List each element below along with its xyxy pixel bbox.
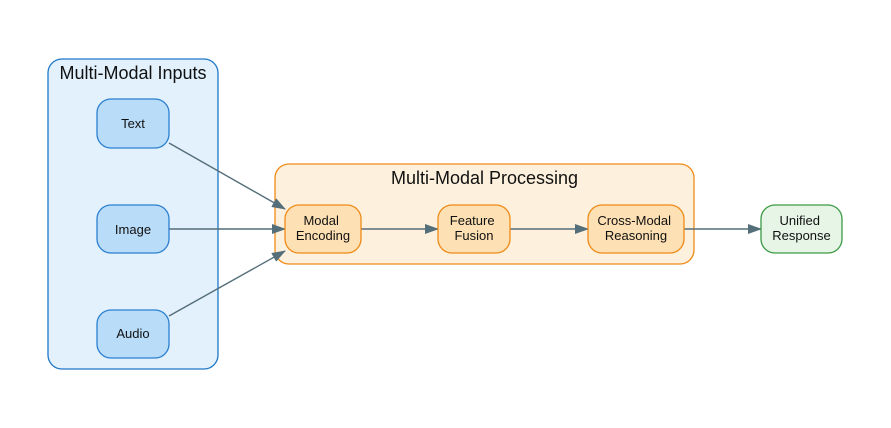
node-feature-fusion-label: Feature Fusion: [450, 213, 498, 243]
cluster-processing-title: Multi-Modal Processing: [391, 168, 578, 188]
edge-audio-to-modal-encoding: [168, 250, 286, 317]
node-image-label: Image: [115, 222, 151, 237]
node-text: Text: [96, 98, 170, 149]
node-image: Image: [96, 204, 170, 254]
node-feature-fusion: Feature Fusion: [437, 204, 511, 254]
edge-text-to-modal-encoding: [168, 142, 286, 210]
node-image-box: [96, 204, 170, 254]
node-cross-modal-reasoning: Cross-Modal Reasoning: [587, 204, 685, 254]
node-audio: Audio: [96, 309, 170, 359]
node-audio-label: Audio: [116, 326, 149, 341]
node-modal-encoding-label: Modal Encoding: [296, 213, 350, 243]
node-unified-response-label: Unified Response: [772, 213, 831, 243]
node-audio-box: [96, 309, 170, 359]
node-text-box: [96, 98, 170, 149]
cluster-inputs-title: Multi-Modal Inputs: [59, 63, 206, 83]
node-cross-modal-reasoning-box: [587, 204, 685, 254]
node-feature-fusion-box: [437, 204, 511, 254]
node-unified-response-box: [760, 204, 843, 254]
node-unified-response: Unified Response: [760, 204, 843, 254]
node-modal-encoding: Modal Encoding: [284, 204, 362, 254]
edges-layer: [168, 142, 762, 317]
node-text-label: Text: [121, 116, 145, 131]
node-modal-encoding-box: [284, 204, 362, 254]
node-cross-modal-reasoning-label: Cross-Modal Reasoning: [597, 213, 674, 243]
